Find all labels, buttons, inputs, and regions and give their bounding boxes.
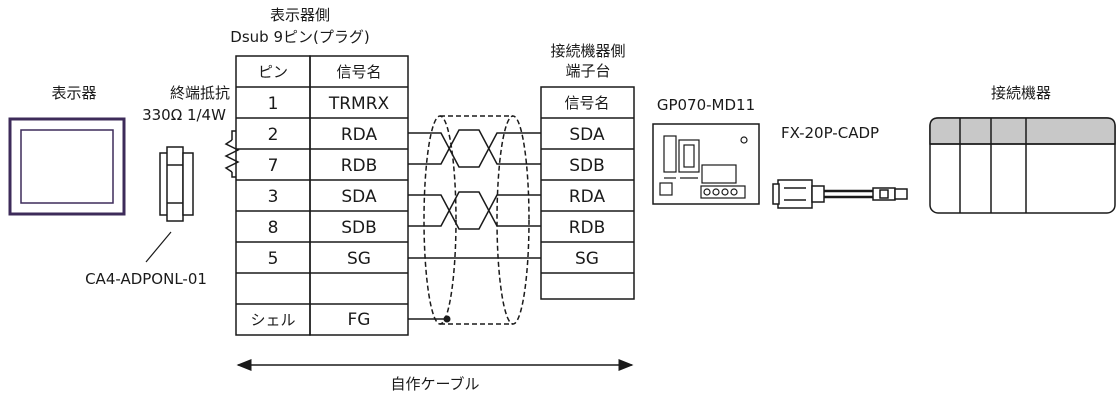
signal-column-header: 信号名	[336, 63, 381, 81]
device-signal-header: 信号名	[564, 94, 609, 112]
adapter-leader-line	[145, 231, 172, 263]
signal-cell: TRMRX	[328, 94, 390, 114]
device-signal-cell: RDA	[569, 187, 606, 207]
display-unit-label: 表示器	[51, 84, 96, 102]
adapter-connector-icon	[159, 146, 194, 222]
pin-cell: 8	[268, 218, 279, 238]
signal-cell: SG	[347, 249, 371, 269]
pin-column-header: ピン	[258, 63, 288, 81]
terminator-resistor	[224, 130, 240, 178]
pin-cell: 3	[268, 187, 279, 207]
device-side-terminal: 端子台	[565, 62, 610, 80]
display-monitor-icon	[8, 117, 126, 216]
display-side-title: 表示器側	[270, 6, 330, 24]
terminator-value: 330Ω 1/4W	[142, 106, 226, 124]
pin-cell: シェル	[250, 311, 295, 329]
signal-cell: SDA	[341, 187, 377, 207]
external-device-label: 接続機器	[991, 84, 1051, 102]
device-signal-cell: SDA	[569, 125, 605, 145]
signal-cell: FG	[348, 310, 371, 330]
pin-cell: 7	[268, 156, 279, 176]
device-terminal-table	[540, 86, 635, 300]
pin-cell: 1	[268, 94, 279, 114]
device-signal-cell: SG	[575, 249, 599, 269]
cable-label: 自作ケーブル	[390, 375, 479, 393]
pin-cell: 5	[268, 249, 279, 269]
signal-cell: RDB	[341, 156, 378, 176]
signal-cell: RDA	[341, 125, 378, 145]
cable-shield	[423, 115, 530, 325]
display-side-connector: Dsub 9ピン(プラグ)	[230, 28, 369, 46]
device-signal-cell: RDB	[569, 218, 606, 238]
pin-cell: 2	[268, 125, 279, 145]
external-device-icon	[929, 117, 1116, 214]
device-side-title: 接続機器側	[550, 42, 625, 60]
terminal-block-label: GP070-MD11	[657, 96, 755, 114]
cable-wiring	[408, 129, 541, 320]
converter-cable-icon	[772, 179, 908, 209]
terminal-block-icon	[652, 123, 760, 205]
device-signal-cell: SDB	[569, 156, 605, 176]
converter-label: FX-20P-CADP	[781, 124, 879, 142]
terminator-label: 終端抵抗	[170, 84, 230, 102]
shield-ground-dot	[443, 315, 451, 323]
display-pin-table	[235, 55, 409, 336]
signal-cell: SDB	[341, 218, 377, 238]
adapter-label: CA4-ADPONL-01	[85, 270, 207, 288]
